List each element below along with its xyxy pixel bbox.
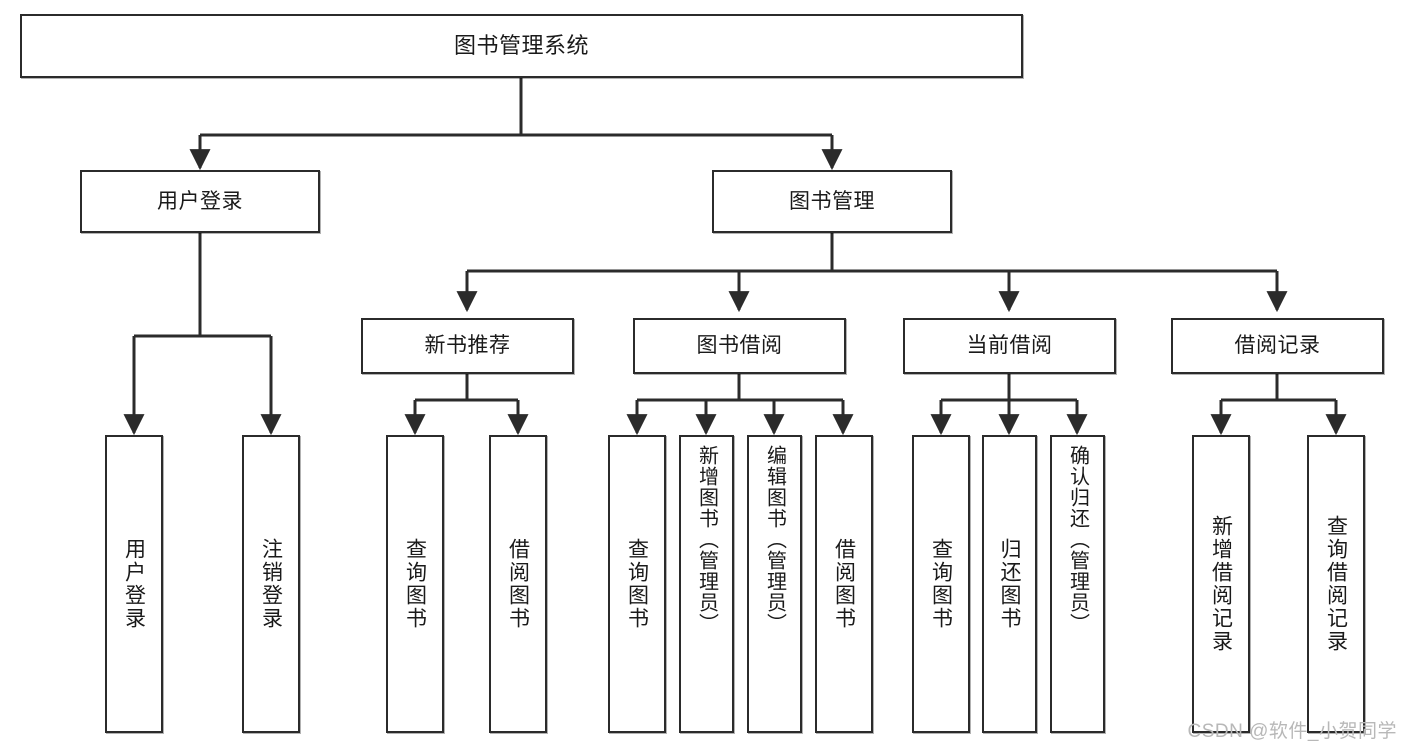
- leaf-new-book-query-label: 查询图书: [403, 538, 427, 630]
- leaf-borrow-query-book-label: 查询图书: [625, 538, 649, 630]
- node-current-borrow-label: 当前借阅: [966, 334, 1053, 358]
- leaf-new-book-query[interactable]: 查询图书: [386, 435, 444, 733]
- node-current-borrow[interactable]: 当前借阅: [903, 318, 1116, 374]
- leaf-current-query-book[interactable]: 查询图书: [912, 435, 970, 733]
- leaf-current-query-book-label: 查询图书: [929, 538, 953, 630]
- leaf-new-book-borrow-label: 借阅图书: [506, 538, 530, 630]
- node-new-book-recommend-label: 新书推荐: [424, 334, 511, 358]
- leaf-borrow-edit-book-admin-label: 编辑图书（管理员）: [763, 445, 786, 634]
- leaf-current-confirm-return-admin-label: 确认归还（管理员）: [1066, 445, 1089, 634]
- node-book-management[interactable]: 图书管理: [712, 170, 952, 233]
- leaf-borrow-edit-book-admin[interactable]: 编辑图书（管理员）: [747, 435, 802, 733]
- leaf-user-login-login-label: 用户登录: [122, 538, 146, 630]
- leaf-current-confirm-return-admin[interactable]: 确认归还（管理员）: [1050, 435, 1105, 733]
- leaf-new-book-borrow[interactable]: 借阅图书: [489, 435, 547, 733]
- node-root-label: 图书管理系统: [453, 32, 589, 58]
- node-user-login-label: 用户登录: [157, 189, 243, 213]
- leaf-current-return-book[interactable]: 归还图书: [982, 435, 1037, 733]
- leaf-user-login-logout-label: 注销登录: [259, 538, 283, 630]
- leaf-borrow-borrow-book[interactable]: 借阅图书: [815, 435, 873, 733]
- node-user-login[interactable]: 用户登录: [80, 170, 320, 233]
- node-root[interactable]: 图书管理系统: [20, 14, 1023, 78]
- leaf-records-add-record-label: 新增借阅记录: [1209, 515, 1233, 653]
- node-book-management-label: 图书管理: [789, 189, 875, 213]
- leaf-user-login-login[interactable]: 用户登录: [105, 435, 163, 733]
- leaf-current-return-book-label: 归还图书: [998, 538, 1021, 630]
- leaf-borrow-borrow-book-label: 借阅图书: [832, 538, 856, 630]
- node-book-borrow[interactable]: 图书借阅: [633, 318, 846, 374]
- leaf-records-query-record[interactable]: 查询借阅记录: [1307, 435, 1365, 733]
- node-borrow-records[interactable]: 借阅记录: [1171, 318, 1384, 374]
- node-book-borrow-label: 图书借阅: [696, 334, 783, 358]
- leaf-borrow-add-book-admin[interactable]: 新增图书（管理员）: [679, 435, 734, 733]
- leaf-borrow-add-book-admin-label: 新增图书（管理员）: [695, 445, 718, 634]
- leaf-records-add-record[interactable]: 新增借阅记录: [1192, 435, 1250, 733]
- node-borrow-records-label: 借阅记录: [1234, 334, 1321, 358]
- leaf-borrow-query-book[interactable]: 查询图书: [608, 435, 666, 733]
- leaf-records-query-record-label: 查询借阅记录: [1324, 515, 1348, 653]
- node-new-book-recommend[interactable]: 新书推荐: [361, 318, 574, 374]
- csdn-watermark: CSDN @软件_小贺同学: [1187, 721, 1397, 742]
- leaf-user-login-logout[interactable]: 注销登录: [242, 435, 300, 733]
